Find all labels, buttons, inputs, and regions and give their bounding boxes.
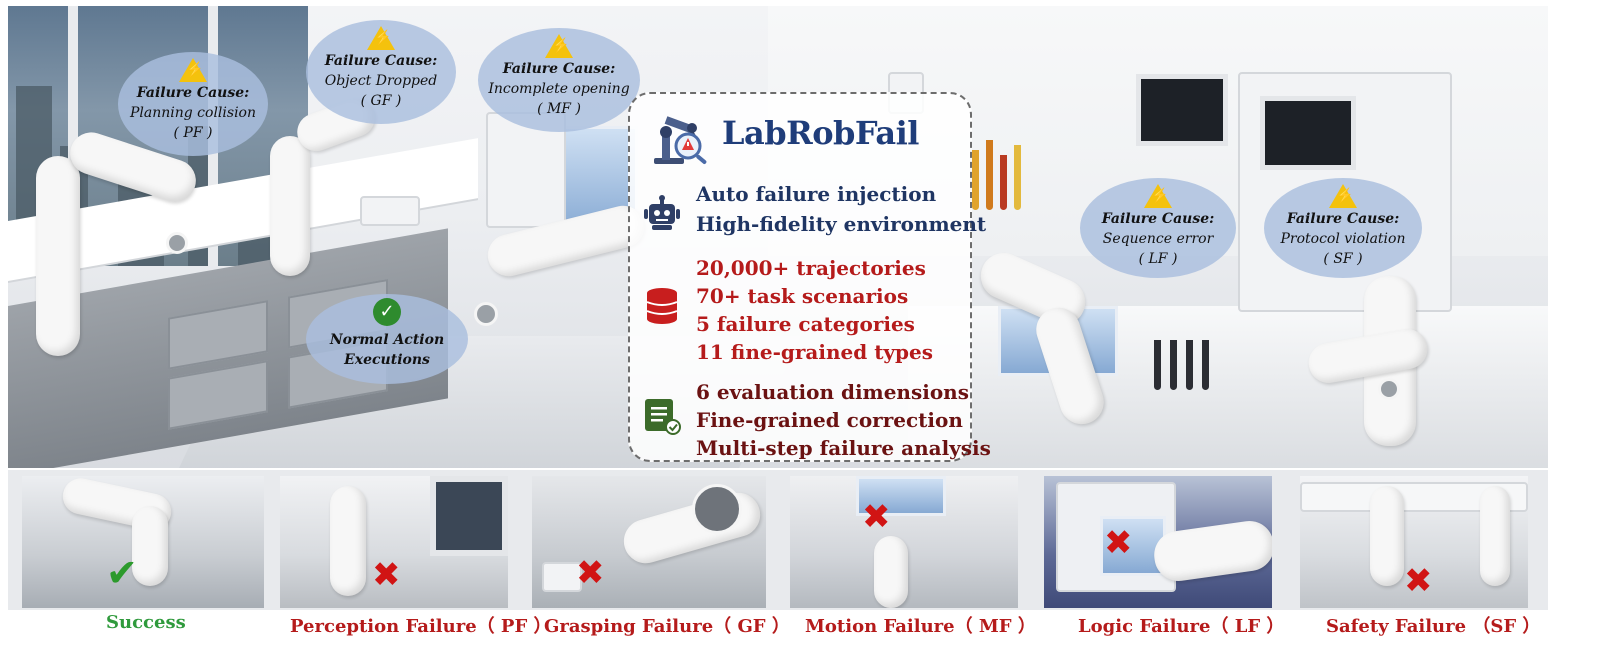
bubble-title: Failure Cause:: [1286, 211, 1400, 227]
normal-line-2: Executions: [344, 352, 430, 368]
window: [430, 476, 508, 556]
failure-bubble-lf: Failure Cause: Sequence error ( LF ): [1080, 178, 1236, 278]
tube-rack: [1148, 326, 1228, 396]
robot-arm: [270, 136, 310, 276]
robot-arm: [330, 486, 366, 596]
test-tube: [1202, 340, 1209, 390]
balance: [542, 562, 582, 592]
bubble-code: ( SF ): [1323, 251, 1363, 267]
checklist-icon: [645, 399, 681, 435]
robot-icon: [644, 195, 680, 230]
cross-icon: ✖: [372, 555, 401, 595]
robot-joint: [1378, 378, 1400, 400]
bubble-title: Failure Cause:: [1101, 211, 1215, 227]
cross-icon: ✖: [1104, 523, 1133, 563]
feature-auto-injection: Auto failure injection: [696, 182, 937, 206]
bubble-cause: Planning collision: [130, 105, 256, 121]
bubble-title: Failure Cause:: [136, 85, 250, 101]
check-icon: ✔: [106, 551, 138, 595]
label-perception-failure: Perception Failure（ PF ）: [290, 616, 552, 637]
failure-bubble-gf: Failure Cause: Object Dropped ( GF ): [306, 20, 456, 124]
feature-fine-grained-types: 11 fine-grained types: [696, 340, 934, 364]
database-icon: [646, 288, 678, 324]
test-tube: [1170, 340, 1177, 390]
warning-icon: [179, 58, 207, 82]
test-tube: [1154, 340, 1161, 390]
analyzer-screen: [1260, 96, 1356, 170]
cabinet-drawer: [168, 300, 268, 370]
bubble-cause: Incomplete opening: [488, 81, 630, 97]
oven-door: [1100, 516, 1166, 576]
robot-arm: [1480, 486, 1510, 586]
test-tube: [1014, 145, 1021, 210]
bubble-title: Failure Cause:: [324, 53, 438, 69]
thumbnail-perception: ✖: [280, 476, 508, 608]
cross-icon: ✖: [862, 497, 891, 537]
drying-oven: [856, 476, 946, 516]
thumbnail-success: ✔: [22, 476, 264, 608]
normal-line-1: Normal Action: [329, 332, 445, 348]
robot-joint: [474, 302, 498, 326]
robot-arm: [874, 536, 908, 608]
failure-bubble-mf: Failure Cause: Incomplete opening ( MF ): [478, 28, 640, 132]
test-tube: [1000, 155, 1007, 210]
thumbnail-grasping: ✖: [532, 476, 766, 608]
robot-joint: [692, 484, 742, 534]
robot-arm: [36, 156, 80, 356]
test-tube: [972, 150, 979, 210]
bubble-cause: Sequence error: [1102, 231, 1214, 247]
test-tube: [986, 140, 993, 210]
robot-arm: [132, 506, 168, 586]
feature-fine-grained-correction: Fine-grained correction: [696, 408, 963, 432]
robot-arm: [1370, 486, 1404, 586]
window-mullion: [68, 6, 78, 266]
label-motion-failure: Motion Failure（ MF ）: [805, 616, 1036, 637]
bubble-cause: Protocol violation: [1280, 231, 1406, 247]
failure-bubble-pf: Failure Cause: Planning collision ( PF ): [118, 52, 268, 156]
cabinet-drawer: [168, 360, 268, 430]
test-tube: [1186, 340, 1193, 390]
thumbnail-motion: ✖: [790, 476, 1018, 608]
warning-icon: [1144, 184, 1172, 208]
balance: [360, 196, 420, 226]
bubble-code: ( LF ): [1138, 251, 1178, 267]
bubble-code: ( MF ): [537, 101, 581, 117]
brand-title: LabRobFail: [722, 114, 919, 152]
bubble-code: ( GF ): [360, 93, 402, 109]
robot-arm-logo-icon: [654, 116, 707, 164]
label-logic-failure: Logic Failure（ LF ）: [1078, 616, 1285, 637]
feature-multi-step-analysis: Multi-step failure analysis: [696, 436, 991, 460]
feature-trajectories: 20,000+ trajectories: [696, 256, 926, 280]
bubble-code: ( PF ): [173, 125, 213, 141]
bubble-cause: Object Dropped: [324, 73, 438, 89]
label-grasping-failure: Grasping Failure（ GF ）: [544, 616, 790, 637]
feature-high-fidelity: High-fidelity environment: [696, 212, 987, 236]
tube-rack: [966, 136, 1036, 216]
bubble-title: Failure Cause:: [502, 61, 616, 77]
warning-icon: [367, 26, 395, 50]
label-safety-failure: Safety Failure （SF ）: [1326, 616, 1541, 637]
thumbnail-logic: ✖: [1044, 476, 1272, 608]
warning-icon: [545, 34, 573, 58]
feature-failure-categories: 5 failure categories: [696, 312, 915, 336]
cross-icon: ✖: [576, 553, 605, 593]
thumbnail-safety: ✖: [1300, 476, 1528, 608]
warning-icon: [1329, 184, 1357, 208]
feature-evaluation-dimensions: 6 evaluation dimensions: [696, 380, 969, 404]
normal-execution-bubble: ✓ Normal Action Executions: [306, 294, 468, 384]
feature-task-scenarios: 70+ task scenarios: [696, 284, 909, 308]
robot-joint: [166, 232, 188, 254]
check-icon: ✓: [373, 298, 401, 326]
monitor: [1136, 74, 1228, 146]
label-success: Success: [106, 612, 186, 633]
cross-icon: ✖: [1404, 561, 1433, 601]
failure-bubble-sf: Failure Cause: Protocol violation ( SF ): [1264, 178, 1422, 278]
category-strip: [8, 470, 1548, 610]
labrobfail-panel: LabRobFail Auto failure injection High-f…: [628, 92, 991, 462]
